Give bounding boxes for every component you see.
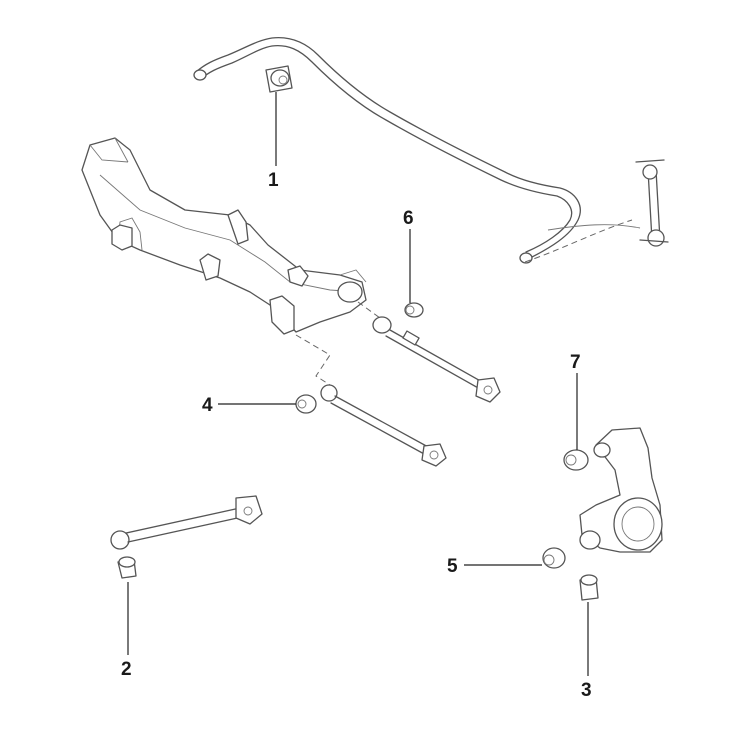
callout-1: 1 — [268, 170, 279, 191]
knuckle-bushing-3 — [579, 574, 599, 601]
callout-3: 3 — [581, 680, 592, 701]
rear-knuckle — [579, 427, 663, 553]
callout-2: 2 — [121, 659, 132, 680]
leader-lines — [127, 92, 589, 676]
stabilizer-bar — [193, 36, 641, 264]
assembly-guide-lines — [295, 301, 381, 386]
stabilizer-bushing — [265, 65, 293, 93]
trailing-link-with-bushing-2 — [110, 495, 263, 579]
arm-bushing-6 — [404, 302, 424, 318]
rear-subframe — [81, 137, 367, 335]
knuckle-bushing-7 — [563, 449, 589, 471]
adjustable-lateral-link — [372, 316, 501, 403]
callout-5: 5 — [447, 556, 458, 577]
callout-7: 7 — [570, 352, 581, 373]
lower-link-with-bushing-4 — [295, 384, 447, 467]
knuckle-bushing-5 — [542, 547, 566, 569]
callout-6: 6 — [403, 208, 414, 229]
stabilizer-end-link — [524, 159, 669, 263]
callout-4: 4 — [202, 395, 213, 416]
